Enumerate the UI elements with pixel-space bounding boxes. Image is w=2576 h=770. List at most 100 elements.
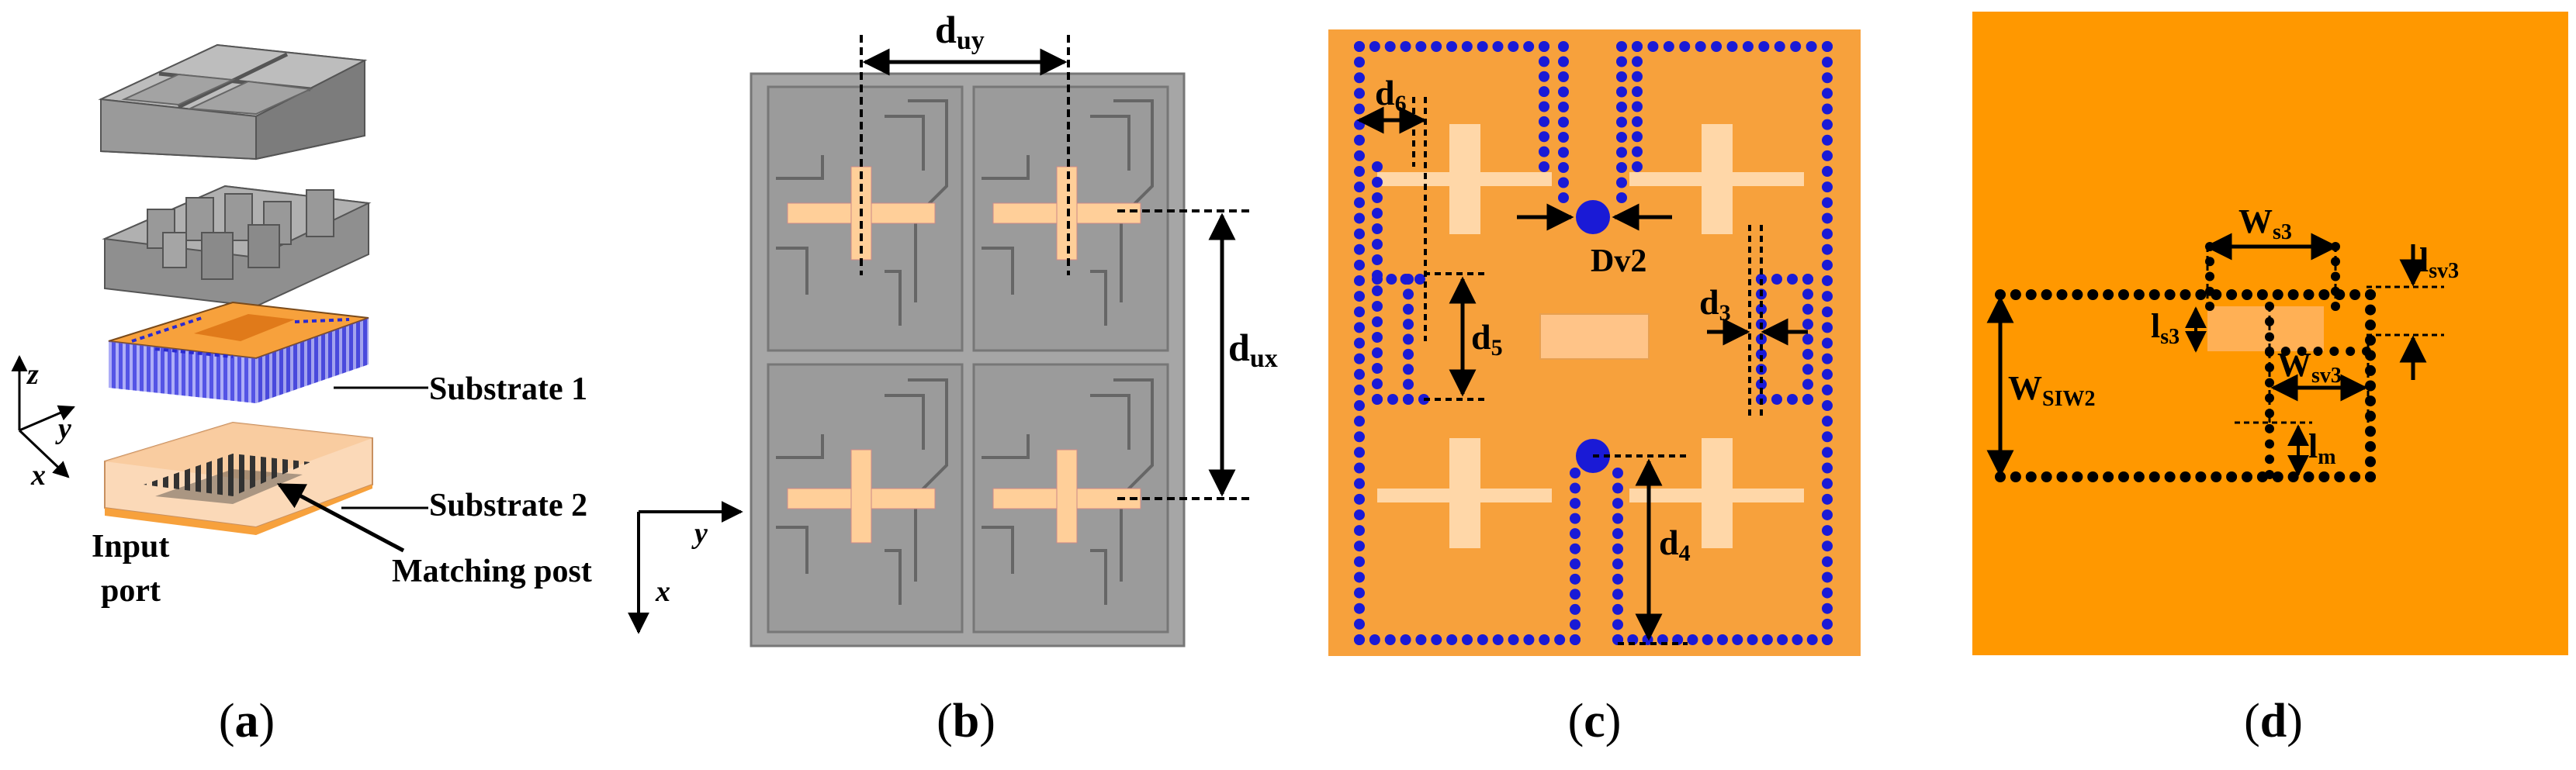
via-dot [2025, 289, 2037, 300]
via-dot [2349, 471, 2361, 482]
via-dot [1822, 72, 1833, 84]
via-dot [1446, 41, 1457, 52]
d3-label: d3 [1699, 282, 1731, 326]
via-dot [2148, 289, 2160, 300]
cavity-grid-layer [98, 43, 368, 161]
via-dot [1702, 634, 1713, 645]
wsv3-label: Wsv3 [2277, 346, 2342, 388]
via-dot [1802, 319, 1813, 330]
via-dot [1558, 132, 1569, 143]
via-dot [1354, 493, 1365, 505]
via-dot [1570, 573, 1581, 585]
via-dot [2318, 471, 2330, 482]
via-dot [2133, 471, 2145, 482]
via-dot [2195, 471, 2207, 482]
via-dot [1822, 57, 1833, 68]
via-dot [1802, 348, 1813, 360]
via-dot [1822, 228, 1833, 240]
via-dot [1492, 634, 1504, 645]
via-dot [1354, 306, 1365, 318]
via-dot [2041, 289, 2052, 300]
via-dot [1558, 147, 1569, 158]
via-dot [1822, 400, 1833, 412]
via-dot [1822, 88, 1833, 99]
via-dot [1687, 634, 1698, 645]
via-dot [1570, 634, 1581, 645]
via-dot [1372, 363, 1383, 374]
via-dot [1756, 378, 1767, 390]
via-dot [1523, 41, 1535, 52]
via-dot [1632, 146, 1643, 157]
via-dot [1354, 150, 1365, 161]
via-dot [1822, 587, 1833, 599]
via-dot [2180, 471, 2191, 482]
via-dot [1822, 275, 1833, 286]
panel-a-exploded-view: Substrate 1 Substrate 2 Input port Match… [11, 43, 592, 748]
via-dot [1415, 634, 1427, 645]
via-dot [1717, 634, 1728, 645]
via-dot [1822, 493, 1833, 505]
via-dot [1787, 394, 1798, 405]
via-dot [2211, 471, 2222, 482]
via-dot [1400, 634, 1411, 645]
via-dot [1756, 348, 1767, 360]
via-dot [1822, 181, 1833, 193]
via-dot [1354, 416, 1365, 427]
via-dot [1806, 634, 1818, 645]
via-dot [1632, 161, 1643, 172]
via-dot [1822, 41, 1833, 52]
via-dot [1612, 603, 1623, 615]
caption-d: (d) [2244, 695, 2303, 748]
unit-cell-b-2 [972, 85, 1169, 352]
via-dot [1354, 509, 1365, 520]
axis-z-label: z [26, 358, 39, 391]
via-dot [2365, 364, 2376, 376]
via-dot [1523, 634, 1535, 645]
axes-a: z y x [11, 354, 75, 492]
via-dot [2318, 289, 2330, 300]
via-dot [1570, 482, 1581, 494]
via-dot [1354, 57, 1365, 68]
wsiw2-label: WSIW2 [2008, 369, 2095, 411]
via-dot [1822, 556, 1833, 568]
via-dot [1612, 528, 1623, 540]
via-dot [2010, 289, 2021, 300]
dv2-label: Dv2 [1591, 243, 1646, 279]
via-dot [1403, 303, 1414, 315]
via-dot [1647, 41, 1659, 52]
via-dot [1539, 71, 1549, 82]
via-dot [1539, 41, 1549, 52]
via-dot [1616, 162, 1627, 173]
via-dot [1612, 619, 1623, 630]
via-dot [1462, 634, 1473, 645]
ls3-label: ls3 [2151, 307, 2180, 349]
via-dot [1790, 41, 1802, 52]
via-dot [1787, 274, 1798, 285]
via-dot [1384, 634, 1396, 645]
via-dot [1802, 288, 1813, 300]
via-dot [1354, 291, 1365, 302]
via-dot [2087, 471, 2099, 482]
input-port-label-line2: port [101, 573, 161, 609]
ws3-label: Ws3 [2238, 202, 2292, 244]
via-dot [2180, 289, 2191, 300]
via-dot [1387, 394, 1398, 405]
via-dot [2056, 289, 2068, 300]
axis-b-y-label: y [691, 517, 708, 550]
d4-label: d4 [1659, 523, 1691, 566]
via-dot [1403, 348, 1414, 360]
axis-b-x-label: x [655, 575, 670, 608]
substrate-2-label: Substrate 2 [429, 488, 587, 523]
via-dot [1372, 208, 1383, 219]
via-dot [1695, 41, 1706, 52]
via-dot [2056, 471, 2068, 482]
via-dot [1354, 103, 1365, 115]
patches-c [1377, 124, 1804, 548]
via-dot [2365, 395, 2376, 407]
via-dot [1415, 41, 1427, 52]
via-dot [1612, 513, 1623, 524]
via-dot [1822, 525, 1833, 537]
via-dot [1354, 525, 1365, 537]
via-dot [1372, 316, 1383, 327]
via-dot [2303, 289, 2315, 300]
